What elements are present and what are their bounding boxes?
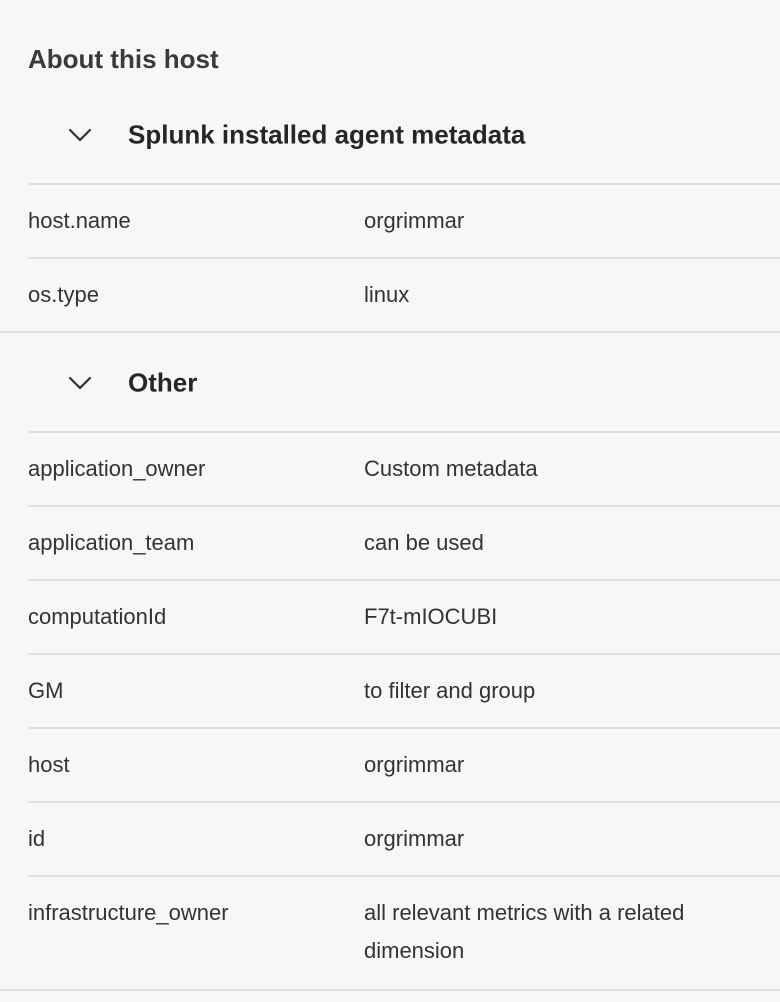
metadata-key: host	[28, 752, 70, 777]
chevron-down-icon	[66, 369, 94, 397]
metadata-key: infrastructure_owner	[28, 900, 229, 925]
section-divider	[0, 989, 780, 991]
section-divider	[0, 331, 780, 333]
metadata-value: Custom metadata	[364, 456, 538, 481]
section-header-other[interactable]: Other	[0, 346, 780, 420]
divider	[28, 505, 780, 507]
divider	[28, 579, 780, 581]
metadata-value: orgrimmar	[364, 752, 465, 777]
divider	[28, 183, 780, 185]
metadata-key: computationId	[28, 604, 167, 629]
divider	[28, 431, 780, 433]
table-row: host.name orgrimmar	[0, 184, 780, 258]
section-header-splunk-agent-metadata[interactable]: Splunk installed agent metadata	[0, 98, 780, 172]
metadata-value: F7t-mIOCUBI	[364, 604, 498, 629]
divider	[28, 653, 780, 655]
metadata-value: orgrimmar	[364, 826, 465, 851]
table-row: host orgrimmar	[0, 728, 780, 802]
metadata-key: application_team	[28, 530, 195, 555]
table-row: os.type linux	[0, 258, 780, 332]
panel-title: About this host	[28, 44, 219, 74]
metadata-key: host.name	[28, 208, 131, 233]
divider	[28, 801, 780, 803]
metadata-key: id	[28, 826, 46, 851]
divider	[28, 257, 780, 259]
metadata-value: can be used	[364, 530, 484, 555]
metadata-value: all relevant metrics with a related dime…	[364, 900, 685, 963]
metadata-key: GM	[28, 678, 64, 703]
table-row: GM to filter and group	[0, 654, 780, 728]
table-row: computationId F7t-mIOCUBI	[0, 580, 780, 654]
table-row: application_team can be used	[0, 506, 780, 580]
divider	[28, 727, 780, 729]
section-title: Other	[128, 367, 198, 398]
metadata-value: linux	[364, 282, 410, 307]
metadata-key: application_owner	[28, 456, 206, 481]
divider	[28, 875, 780, 877]
metadata-key: os.type	[28, 282, 99, 307]
table-row: infrastructure_owner all relevant metric…	[0, 876, 780, 990]
chevron-down-icon	[66, 121, 94, 149]
metadata-value: to filter and group	[364, 678, 536, 703]
section-title: Splunk installed agent metadata	[128, 119, 526, 150]
metadata-value: orgrimmar	[364, 208, 465, 233]
table-row: application_owner Custom metadata	[0, 432, 780, 506]
table-row: id orgrimmar	[0, 802, 780, 876]
